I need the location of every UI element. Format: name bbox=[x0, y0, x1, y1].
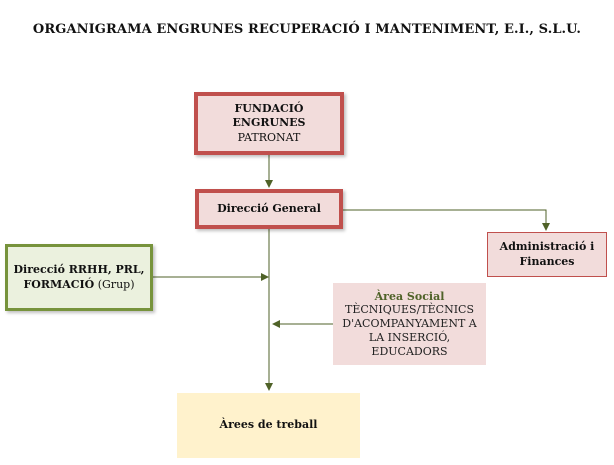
box-fundacio-patronat: FUNDACIÓ ENGRUNES PATRONAT bbox=[194, 92, 344, 155]
box-area-social: Àrea Social TÈCNIQUES/TÈCNICS D'ACOMPANY… bbox=[333, 283, 486, 365]
direccio-general-label: Direcció General bbox=[217, 201, 321, 215]
box-administracio-finances: Administració i Finances bbox=[487, 232, 607, 277]
connector-direccio-admin bbox=[343, 209, 550, 231]
rrhh-label: Direcció RRHH, PRL, bbox=[13, 263, 145, 277]
fundacio-label: FUNDACIÓ ENGRUNES bbox=[232, 102, 306, 130]
rrhh-line2: FORMACIÓ (Grup) bbox=[24, 278, 135, 292]
administracio-label: Administració i bbox=[499, 240, 595, 254]
formacio-label: FORMACIÓ bbox=[23, 277, 95, 291]
box-direccio-rrhh: Direcció RRHH, PRL, FORMACIÓ (Grup) bbox=[5, 244, 153, 311]
box-arees-treball: Àrees de treball bbox=[177, 393, 360, 458]
chart-title: ORGANIGRAMA ENGRUNES RECUPERACIÓ I MANTE… bbox=[32, 22, 582, 37]
grup-label: (Grup) bbox=[94, 277, 135, 291]
patronat-label: PATRONAT bbox=[237, 130, 301, 144]
arees-treball-label: Àrees de treball bbox=[219, 418, 318, 432]
finances-label: Finances bbox=[519, 254, 575, 268]
box-direccio-general: Direcció General bbox=[195, 189, 343, 229]
area-social-body: TÈCNIQUES/TÈCNICS D'ACOMPANYAMENT A LA I… bbox=[342, 303, 477, 358]
area-social-title: Àrea Social bbox=[374, 289, 445, 303]
